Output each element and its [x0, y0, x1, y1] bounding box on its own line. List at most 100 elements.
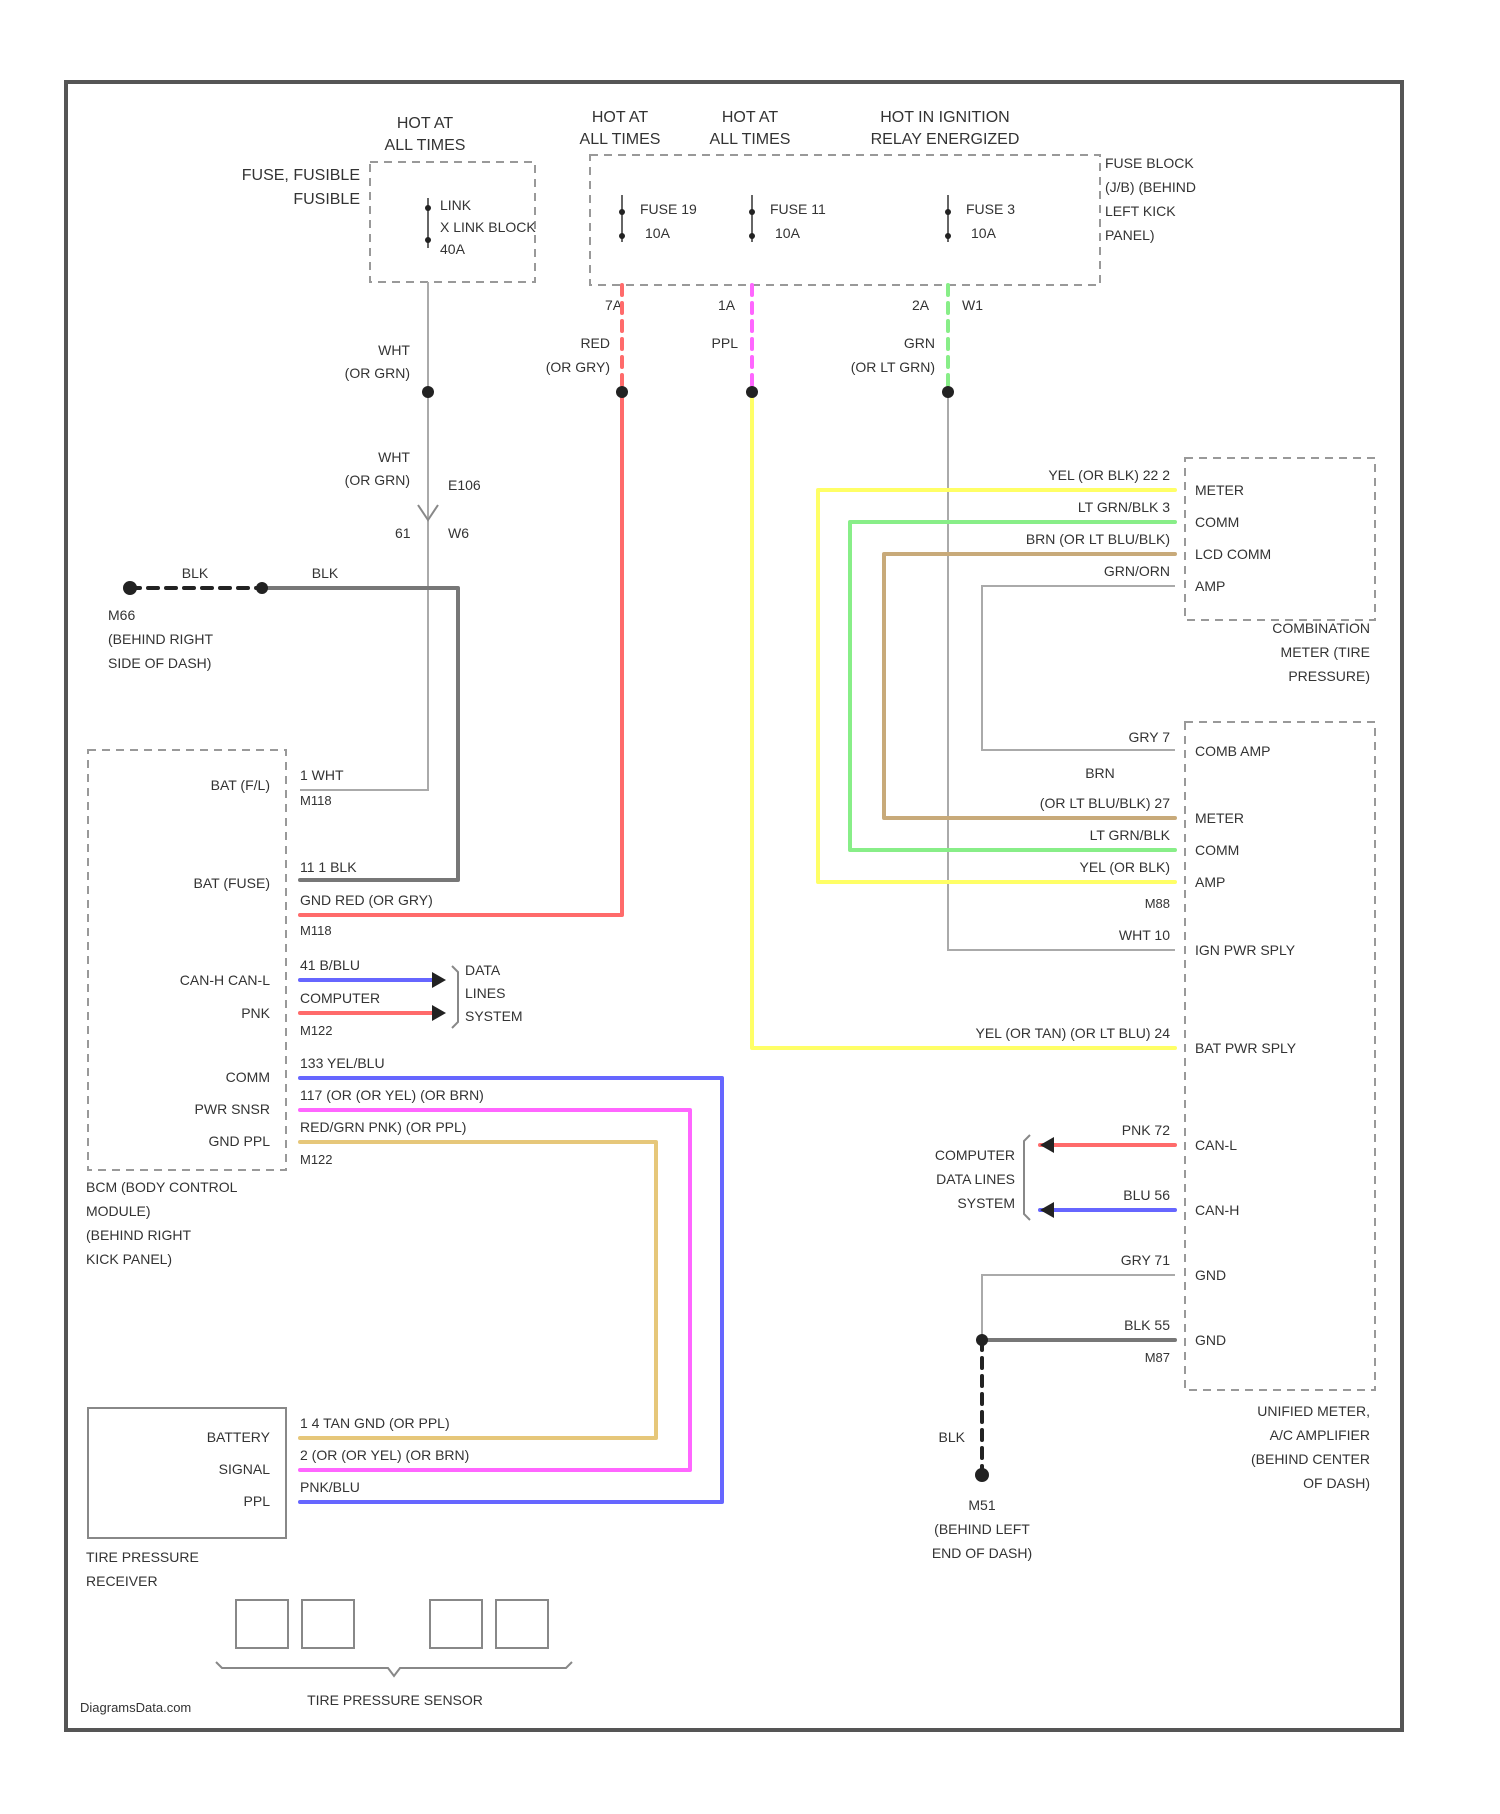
unified-pin-wire: GRY 71 [1121, 1252, 1171, 1268]
fuse1-terminal [619, 209, 625, 215]
fuse1-hot-label: HOT AT [592, 109, 649, 126]
receiver-pin-wire: PNK/BLU [300, 1479, 360, 1495]
unified-pin-name: METER [1195, 810, 1244, 826]
ground-label: (BEHIND RIGHT [108, 631, 213, 647]
sensor-box [430, 1600, 482, 1648]
combo-pin-wire: GRN/ORN [1104, 563, 1170, 579]
unified-pin-conn: M88 [1145, 896, 1170, 911]
receiver-pin-wire: 1 4 TAN GND (OR PPL) [300, 1415, 450, 1431]
unified-pin-name: IGN PWR SPLY [1195, 942, 1296, 958]
combo-pin-wire: BRN (OR LT BLU/BLK) [1026, 531, 1170, 547]
bcm-pin-name: PWR SNSR [195, 1101, 270, 1117]
wire-label-wht2: WHT [378, 449, 410, 465]
combo-pin-name: LCD COMM [1195, 546, 1271, 562]
fuse2-amp: 10A [775, 225, 801, 241]
unified-pin-wire: YEL (OR BLK) [1079, 859, 1170, 875]
fuse2-hot-label: ALL TIMES [710, 131, 791, 148]
combo-pin-name: AMP [1195, 578, 1225, 594]
fuse2-hot-label: HOT AT [722, 109, 779, 126]
fuse1-hot-label: ALL TIMES [580, 131, 661, 148]
fuse3-amp: 10A [971, 225, 997, 241]
tire-pressure-receiver: BATTERY 1 4 TAN GND (OR PPL) SIGNAL 2 (O… [86, 1408, 469, 1589]
arrow-canh [432, 972, 446, 988]
unified-pin-wire: (OR LT BLU/BLK) 27 [1040, 795, 1170, 811]
wire-tan-gnd [300, 1142, 656, 1438]
fuse3-terminal [945, 233, 951, 239]
fuse-block [590, 155, 1100, 285]
unified-pin-wire: WHT 10 [1119, 927, 1170, 943]
bcm-data-lines-label: LINES [465, 985, 505, 1001]
unified-pin-wire: YEL (OR TAN) (OR LT BLU) 24 [976, 1025, 1171, 1041]
fusible-name-label: FUSE, FUSIBLE [242, 167, 360, 184]
ground-wire-label: BLK [182, 565, 209, 581]
fusible-link-label: LINK [440, 197, 472, 213]
fuse2-terminal [749, 233, 755, 239]
unified-pin-name: CAN-L [1195, 1137, 1237, 1153]
bcm-pin-name: COMM [226, 1069, 270, 1085]
unified-pin-name: GND [1195, 1332, 1226, 1348]
receiver-label: TIRE PRESSURE [86, 1549, 199, 1565]
fuse3-pin: 2A [912, 297, 930, 313]
top-wire-labels: WHT (OR GRN) RED (OR GRY) PPL GRN (OR LT… [345, 335, 954, 541]
fusible-terminal [425, 205, 431, 211]
bcm-pin-name: BAT (F/L) [211, 777, 270, 793]
wire-label-red: RED [580, 335, 610, 351]
connector-label: E106 [448, 477, 481, 493]
bcm-pin-wire: RED/GRN PNK) (OR PPL) [300, 1119, 466, 1135]
fuse1-terminal [619, 233, 625, 239]
fuse-block-label: LEFT KICK [1105, 203, 1176, 219]
fuse1-amp: 10A [645, 225, 671, 241]
unified-data-lines-label: COMPUTER [935, 1147, 1015, 1163]
fuse-block-label: FUSE BLOCK [1105, 155, 1194, 171]
unified-label: UNIFIED METER, [1257, 1403, 1370, 1419]
bcm-data-lines-label: DATA [465, 962, 501, 978]
fusible-hot-label: ALL TIMES [385, 137, 466, 154]
splice-node [616, 386, 628, 398]
fuse-block-label: (J/B) (BEHIND [1105, 179, 1196, 195]
unified-pin-wire: GRY 7 [1128, 729, 1170, 745]
wire-red-bcm [300, 392, 622, 915]
splice-node [256, 582, 268, 594]
bcm-pin-conn: M118 [300, 793, 332, 808]
combo-meter-label: COMBINATION [1272, 620, 1370, 636]
splice-node [422, 386, 434, 398]
fusible-link-label: 40A [440, 241, 466, 257]
ground-m51-label: (BEHIND LEFT [934, 1521, 1030, 1537]
arrow-canl [432, 1005, 446, 1021]
ground-label: M66 [108, 607, 135, 623]
fuse2-name: FUSE 11 [770, 201, 826, 217]
combo-pin-name: METER [1195, 482, 1244, 498]
unified-pin-name: AMP [1195, 874, 1225, 890]
receiver-pin-name: PPL [244, 1493, 271, 1509]
ground-m51-wire: BLK [939, 1429, 966, 1445]
unified-data-bracket [1024, 1135, 1030, 1220]
wire-brn-lcd [884, 554, 1175, 818]
bcm-pin-conn: M118 [300, 923, 332, 938]
bcm-data-lines-label: SYSTEM [465, 1008, 523, 1024]
unified-data-lines-label: DATA LINES [936, 1171, 1015, 1187]
wire-label-wht2: (OR GRN) [345, 472, 410, 488]
sensor-box [302, 1600, 354, 1648]
fuse-block-label: PANEL) [1105, 227, 1155, 243]
unified-meter: GRY 7 COMB AMP BRN (OR LT BLU/BLK) 27 ME… [935, 722, 1375, 1491]
unified-pin-conn: M87 [1145, 1350, 1170, 1365]
wire-label-grn: (OR LT GRN) [851, 359, 935, 375]
watermark: DiagramsData.com [80, 1700, 191, 1715]
data-lines-bracket [452, 966, 458, 1028]
wire-label-wht: WHT [378, 342, 410, 358]
unified-pin-wire: BLU 56 [1123, 1187, 1170, 1203]
bcm-pin-wire: 11 1 BLK [300, 859, 357, 875]
connector-label: W6 [448, 525, 469, 541]
fuse3-hot-label: HOT IN IGNITION [880, 109, 1009, 126]
ground-node [123, 581, 137, 595]
fusible-terminal [425, 237, 431, 243]
bcm-label: KICK PANEL) [86, 1251, 172, 1267]
bcm-pin-wire: 41 B/BLU [300, 957, 360, 973]
bcm-label: BCM (BODY CONTROL [86, 1179, 238, 1195]
bcm-pin-wire: GND RED (OR GRY) [300, 892, 433, 908]
fusible-link-label: X LINK BLOCK [440, 219, 536, 235]
fuse2-terminal [749, 209, 755, 215]
splice-node [746, 386, 758, 398]
arrow-unified-canh [1040, 1202, 1054, 1218]
